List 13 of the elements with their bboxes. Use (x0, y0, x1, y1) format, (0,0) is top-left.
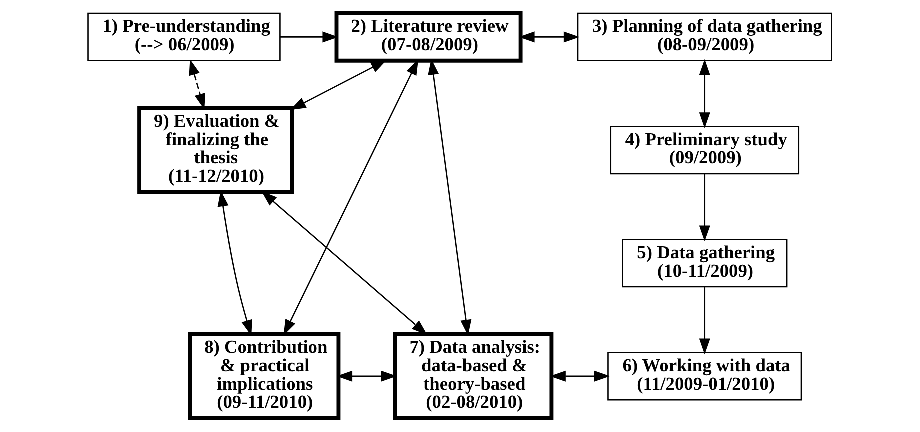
node-box: 3) Planning of data gathering (08-09/2009) (577, 12, 832, 62)
arrow (699, 59, 710, 128)
node-box: 5) Data gathering (10-11/2009) (622, 239, 788, 288)
node-box: 1) Pre-understanding (--> 06/2009) (88, 12, 281, 62)
arrow (699, 174, 710, 242)
arrow (699, 288, 710, 355)
node-box: 6) Working with data (11/2009-01/2010) (608, 352, 802, 401)
node-box: 4) Preliminary study (09/2009) (610, 126, 800, 175)
node-box: 8) Contribution & practical implications (09-11/2010) (188, 332, 341, 420)
node-box: 9) Evaluation & finalizing the thesis (11-12/2010) (138, 106, 294, 194)
node-box: 2) Literature review (07-08/2009) (334, 12, 523, 63)
arrow (262, 191, 428, 336)
node-box: 7) Data analysis: data-based & theory-based (02-08/2010) (393, 332, 554, 420)
